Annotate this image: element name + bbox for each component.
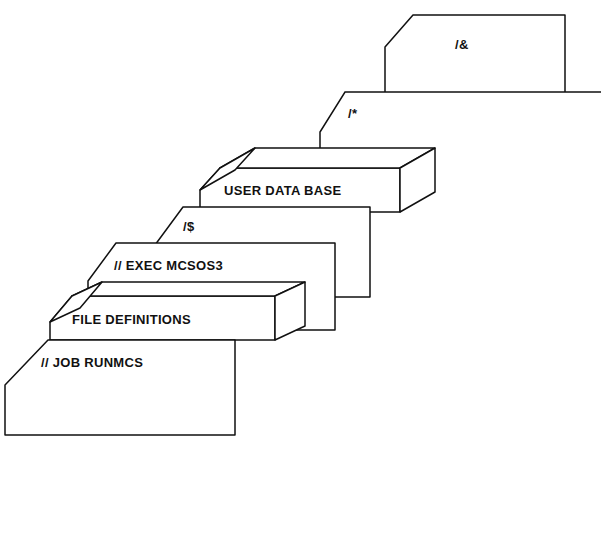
card-outline	[5, 340, 235, 435]
card-label: FILE DEFINITIONS	[72, 312, 191, 327]
deck-top-face	[72, 282, 305, 296]
card-label: // JOB RUNMCS	[41, 355, 143, 370]
card-face	[155, 207, 370, 297]
card-label: /$	[183, 219, 194, 234]
deck-side-face	[400, 148, 435, 212]
card-face	[5, 340, 235, 435]
card-label: // EXEC MCSOS3	[114, 258, 223, 273]
deck-side-face	[275, 282, 305, 340]
card-label: USER DATA BASE	[224, 183, 341, 198]
card-face	[320, 92, 601, 152]
punch-card: /&	[385, 15, 565, 100]
card-outline	[385, 15, 565, 100]
card-label: /*	[348, 106, 357, 121]
card-face	[385, 15, 565, 100]
punch-card: // JOB RUNMCS	[5, 340, 235, 435]
card-deck-block: FILE DEFINITIONS	[50, 296, 275, 340]
card-face	[200, 168, 400, 212]
card-face	[88, 243, 335, 330]
card-deck-block: USER DATA BASE	[200, 168, 400, 212]
card-label: /&	[455, 37, 469, 52]
card-outline	[320, 92, 601, 152]
card-edge	[320, 92, 601, 152]
punch-card: /*	[320, 92, 601, 152]
